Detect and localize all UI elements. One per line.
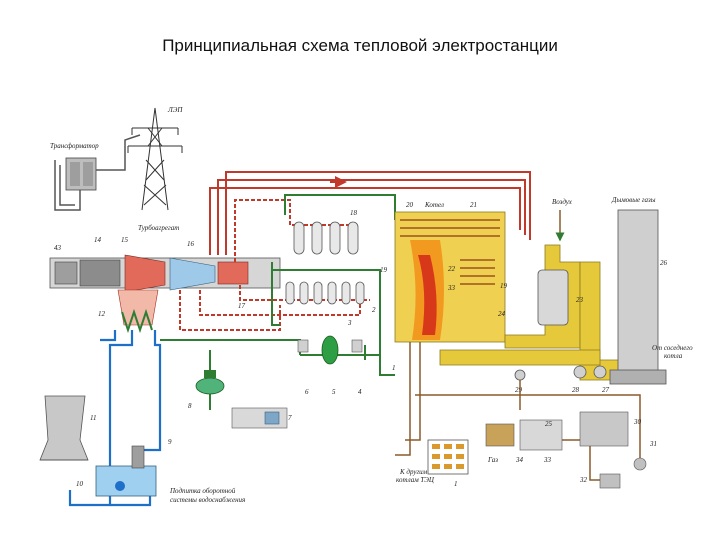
label-24: 24	[498, 310, 506, 318]
water-supply-label-1: Подпитка оборотной	[169, 487, 236, 495]
turbogenerator	[49, 254, 281, 293]
label-28: 28	[572, 386, 580, 394]
label-34: 34	[515, 456, 524, 464]
label-1: 1	[392, 364, 396, 372]
gas-duct	[439, 244, 646, 381]
label-18: 18	[350, 209, 358, 217]
neighbor-boiler-label-2: котла	[664, 352, 683, 360]
label-22: 22	[448, 265, 456, 273]
label-8: 8	[188, 402, 192, 410]
label-2: 2	[372, 306, 376, 314]
label-30: 30	[633, 418, 642, 426]
label-3: 3	[347, 319, 352, 327]
label-15: 15	[121, 236, 129, 244]
label-25: 25	[545, 420, 553, 428]
gas-label: Газ	[487, 456, 498, 464]
label-21: 21	[470, 201, 477, 209]
steam-lines	[179, 171, 531, 331]
label-17: 17	[238, 302, 246, 310]
circulation-pump	[95, 445, 157, 497]
low-pressure-heaters	[285, 281, 365, 305]
gas-control-station	[427, 439, 469, 475]
feed-pumps	[297, 335, 363, 365]
label-43: 43	[54, 244, 62, 252]
fuel-lines	[395, 342, 641, 481]
water-treatment	[231, 407, 288, 429]
turbogenerator-label: Турбоагрегат	[138, 224, 179, 232]
label-27: 27	[602, 386, 610, 394]
transformer-label: Трансформатор	[50, 142, 99, 150]
label-9: 9	[168, 438, 172, 446]
label-23: 23	[576, 296, 584, 304]
boiler	[394, 211, 506, 343]
label-16: 16	[187, 240, 195, 248]
label-33b: 33	[543, 456, 552, 464]
air-label: Воздух	[552, 198, 573, 206]
fuel-oil-equipment	[485, 411, 647, 489]
label-29: 29	[515, 386, 523, 394]
boiler-label: Котел	[424, 201, 444, 209]
label-6: 6	[305, 388, 309, 396]
flue-gas-label: Дымовые газы	[611, 196, 656, 204]
label-19: 19	[380, 266, 388, 274]
lep-label: ЛЭП	[167, 106, 183, 114]
transformer	[54, 134, 141, 211]
label-5: 5	[332, 388, 336, 396]
transmission-tower	[127, 107, 183, 211]
to-boilers-label-2: котлам ТЭЦ	[396, 476, 435, 484]
label-31: 31	[649, 440, 657, 448]
page-title: Принципиальная схема тепловой электроста…	[162, 36, 558, 55]
condensate-pump	[195, 370, 225, 395]
fans	[514, 365, 607, 381]
label-26: 26	[660, 259, 668, 267]
chimney	[609, 209, 667, 385]
label-33: 33	[447, 284, 456, 292]
label-11: 11	[90, 414, 96, 422]
label-7: 7	[288, 414, 292, 422]
cooling-tower	[39, 395, 89, 461]
high-pressure-heaters	[293, 221, 359, 255]
label-19b: 19	[500, 282, 508, 290]
label-1b: 1	[454, 480, 458, 488]
water-supply-label-2: системы водоснабжения	[170, 496, 245, 504]
label-4: 4	[358, 388, 362, 396]
label-20: 20	[406, 201, 414, 209]
neighbor-boiler-label-1: От соседнего	[652, 344, 693, 352]
label-14: 14	[94, 236, 102, 244]
to-boilers-label-1: К другим	[399, 468, 428, 476]
label-32: 32	[579, 476, 588, 484]
label-12: 12	[98, 310, 106, 318]
condenser	[117, 289, 159, 334]
label-10: 10	[76, 480, 84, 488]
